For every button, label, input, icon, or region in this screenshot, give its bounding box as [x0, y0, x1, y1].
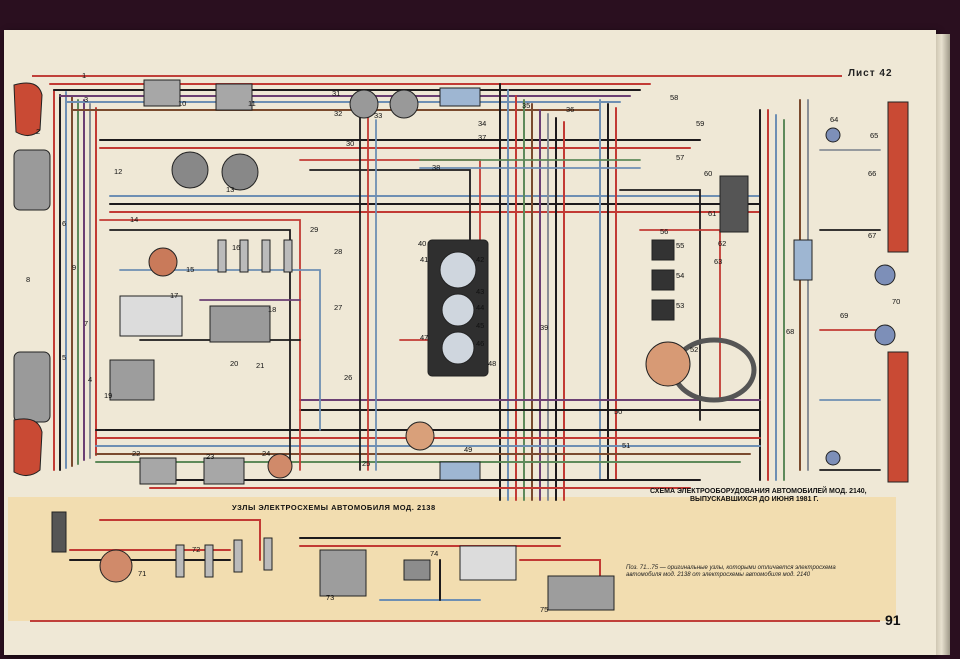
- label-55: 55: [676, 241, 684, 250]
- label-66: 66: [868, 169, 876, 178]
- label-28: 28: [334, 247, 342, 256]
- label-50: 50: [614, 407, 622, 416]
- bottom-panel-note: Поз. 71...75 — оригинальные узлы, которы…: [626, 565, 836, 578]
- label-72: 72: [192, 545, 200, 554]
- label-34: 34: [478, 119, 486, 128]
- bottom-rule: [30, 620, 880, 622]
- label-43: 43: [476, 287, 484, 296]
- label-52: 52: [690, 345, 698, 354]
- label-23: 23: [206, 452, 214, 461]
- label-51: 51: [622, 441, 630, 450]
- label-45: 45: [476, 321, 484, 330]
- sheet-label: Лист 42: [848, 68, 893, 79]
- label-16: 16: [232, 243, 240, 252]
- label-5: 5: [62, 353, 66, 362]
- label-3: 3: [84, 95, 88, 104]
- label-37: 37: [478, 133, 486, 142]
- label-38: 38: [432, 163, 440, 172]
- label-39: 39: [540, 323, 548, 332]
- label-24: 24: [262, 449, 270, 458]
- label-62: 62: [718, 239, 726, 248]
- label-10: 10: [178, 99, 186, 108]
- label-29: 29: [310, 225, 318, 234]
- caption-line-1: СХЕМА ЭЛЕКТРООБОРУДОВАНИЯ АВТОМОБИЛЕЙ МО…: [650, 488, 867, 495]
- label-35: 35: [522, 101, 530, 110]
- label-12: 12: [114, 167, 122, 176]
- label-48: 48: [488, 359, 496, 368]
- label-73: 73: [326, 593, 334, 602]
- label-46: 46: [476, 339, 484, 348]
- label-2: 2: [36, 127, 40, 136]
- label-41: 41: [420, 255, 428, 264]
- right-taillamps: [825, 101, 909, 483]
- label-53: 53: [676, 301, 684, 310]
- label-17: 17: [170, 291, 178, 300]
- label-14: 14: [130, 215, 138, 224]
- top-rule: [32, 75, 842, 77]
- label-4: 4: [88, 375, 92, 384]
- label-15: 15: [186, 265, 194, 274]
- label-65: 65: [870, 131, 878, 140]
- label-33: 33: [374, 111, 382, 120]
- label-40: 40: [418, 239, 426, 248]
- label-68: 68: [786, 327, 794, 336]
- label-61: 61: [708, 209, 716, 218]
- label-75: 75: [540, 605, 548, 614]
- component-labels: 1 2 3 4 5 6 7 8 9 10 11 12 13 14 15 16 1…: [26, 71, 900, 614]
- label-13: 13: [226, 185, 234, 194]
- label-58: 58: [670, 93, 678, 102]
- label-64: 64: [830, 115, 838, 124]
- page-number: 91: [885, 612, 901, 628]
- label-70: 70: [892, 297, 900, 306]
- label-8: 8: [26, 275, 30, 284]
- label-59: 59: [696, 119, 704, 128]
- label-26: 26: [344, 373, 352, 382]
- label-47: 47: [420, 333, 428, 342]
- label-30: 30: [346, 139, 354, 148]
- label-27: 27: [334, 303, 342, 312]
- label-20: 20: [230, 359, 238, 368]
- label-44: 44: [476, 303, 484, 312]
- left-headlamps: [13, 82, 51, 476]
- label-69: 69: [840, 311, 848, 320]
- label-9: 9: [72, 263, 76, 272]
- label-1: 1: [82, 71, 86, 80]
- bottom-panel-title: УЗЛЫ ЭЛЕКТРОСХЕМЫ АВТОМОБИЛЯ МОД. 2138: [232, 503, 436, 512]
- label-56: 56: [660, 227, 668, 236]
- label-19: 19: [104, 391, 112, 400]
- page-edge: [936, 34, 950, 655]
- label-63: 63: [714, 257, 722, 266]
- label-42: 42: [476, 255, 484, 264]
- label-32: 32: [334, 109, 342, 118]
- label-22: 22: [132, 449, 140, 458]
- label-60: 60: [704, 169, 712, 178]
- label-6: 6: [62, 219, 66, 228]
- label-36: 36: [566, 105, 574, 114]
- label-54: 54: [676, 271, 684, 280]
- components: [51, 79, 813, 611]
- label-57: 57: [676, 153, 684, 162]
- label-7: 7: [84, 319, 88, 328]
- label-21: 21: [256, 361, 264, 370]
- label-18: 18: [268, 305, 276, 314]
- label-49: 49: [464, 445, 472, 454]
- label-11: 11: [248, 99, 256, 108]
- label-31: 31: [332, 89, 340, 98]
- caption-line-2: ВЫПУСКАВШИХСЯ ДО ИЮНЯ 1981 г.: [690, 496, 819, 503]
- label-71: 71: [138, 569, 146, 578]
- label-67: 67: [868, 231, 876, 240]
- label-25: 25: [362, 459, 370, 468]
- label-74: 74: [430, 549, 438, 558]
- diagram-caption: СХЕМА ЭЛЕКТРООБОРУДОВАНИЯ АВТОМОБИЛЕЙ МО…: [650, 488, 890, 504]
